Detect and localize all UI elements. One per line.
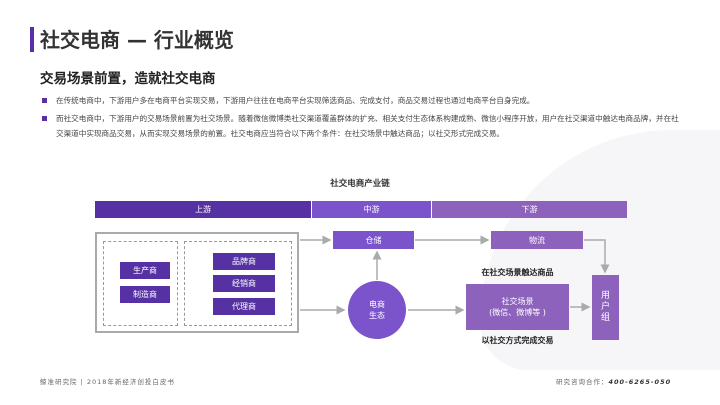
arrow-logistics-to-users [584,239,610,274]
producer-group [103,241,178,326]
bullet-text: 在传统电商中，下游用户多在电商平台实现交易，下游用户往往在电商平台实现筛选商品、… [56,96,535,105]
bullet-item: 在传统电商中，下游用户多在电商平台实现交易，下游用户往往在电商平台实现筛选商品、… [40,93,680,108]
contact-phone: 400-6265-050 [608,378,672,386]
brand-group [184,241,292,326]
social-scene-box: 社交场景 (微信、微博等 ) [466,284,569,330]
agent-box: 代理商 [213,298,275,315]
footer-source: 鲸准研究院 | 2018年新经济创投白皮书 [40,378,175,386]
reach-label: 在社交场景触达商品 [481,268,554,277]
manufacturer-box: 制造商 [120,286,170,303]
diagram-title: 社交电商产业链 [330,179,390,189]
title-accent-bar [30,27,34,52]
stage-upstream: 上游 [95,201,311,218]
bullet-icon [42,116,47,121]
distributor-box: 经销商 [213,275,275,292]
trade-label: 以社交方式完成交易 [481,336,554,345]
social-scene-label: 社交场景 [501,297,534,306]
ecosystem-label-1: 电商 [369,300,385,309]
social-scene-examples: (微信、微博等 ) [489,308,546,317]
logistics-box: 物流 [491,231,583,249]
stage-midstream: 中游 [312,201,431,218]
contact-label: 研究咨询合作： [556,378,609,386]
bullet-icon [42,98,47,103]
user-group-char: 用 [600,291,610,301]
upstream-group [95,232,299,333]
brand-box: 品牌商 [213,253,275,270]
page-title: 社交电商 — 行业概览 [40,28,234,52]
bullet-item: 而社交电商中，下游用户的交易场景前置为社交场景。随着微信微博类社交渠道覆盖群体的… [40,111,680,141]
producer-box: 生产商 [120,262,170,279]
footer-contact: 研究咨询合作：400-6265-050 [556,376,671,386]
ecosystem-label-2: 生态 [369,311,385,320]
user-group-box: 用 户 组 [592,275,619,340]
ecommerce-ecosystem-circle: 电商 生态 [348,281,406,339]
user-group-char: 组 [600,313,610,323]
user-group-char: 户 [600,302,610,312]
bullet-text: 而社交电商中，下游用户的交易场景前置为社交场景。随着微信微博类社交渠道覆盖群体的… [56,114,679,138]
warehouse-box: 仓储 [333,231,414,249]
section-subtitle: 交易场景前置，造就社交电商 [40,71,216,87]
stage-downstream: 下游 [432,201,627,218]
